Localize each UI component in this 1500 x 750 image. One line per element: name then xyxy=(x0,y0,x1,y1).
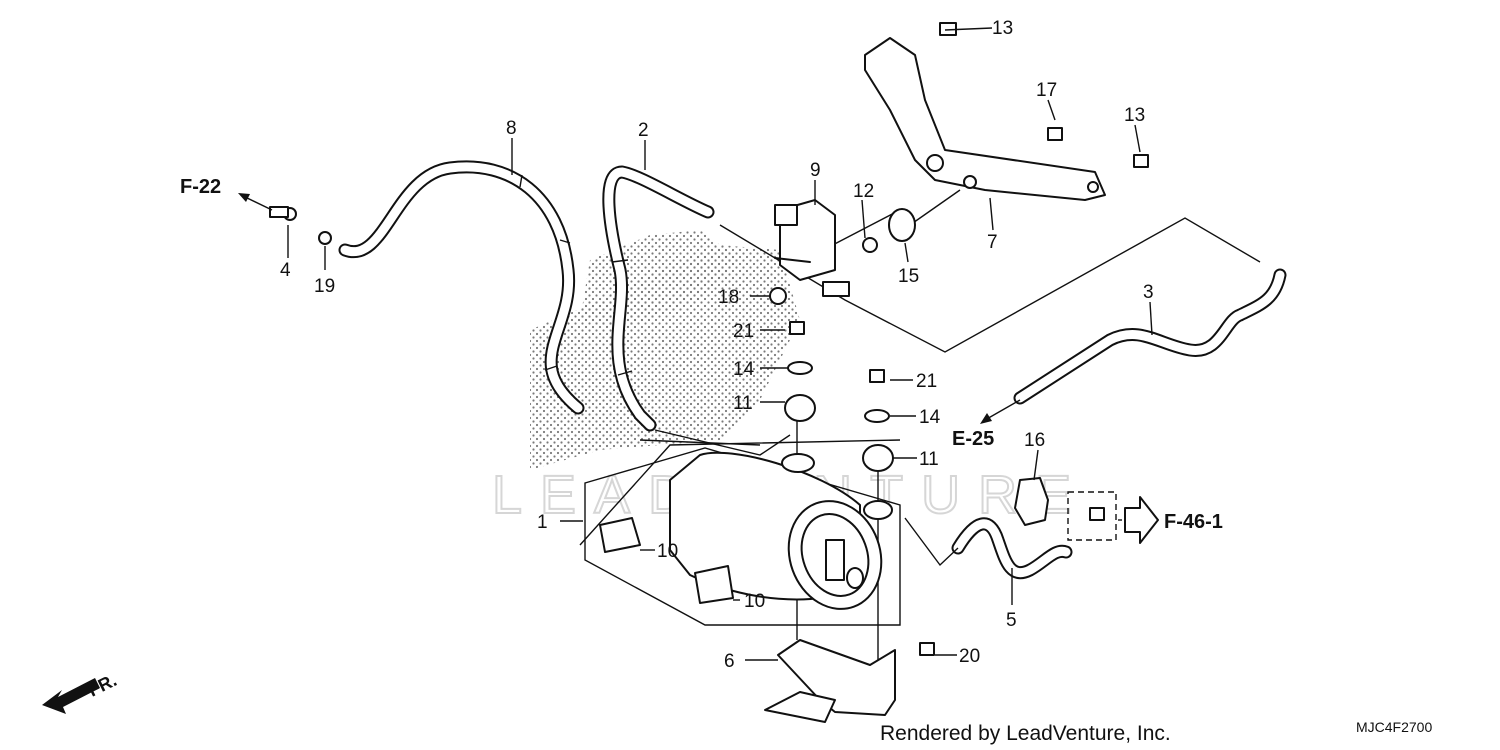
drawing-code: MJC4F2700 xyxy=(1356,719,1432,735)
callout-18: 18 xyxy=(718,287,739,308)
clamp-16 xyxy=(1014,477,1049,526)
callout-14-left: 14 xyxy=(733,359,755,380)
callout-6: 6 xyxy=(724,651,735,672)
front-label: FR. xyxy=(85,670,120,701)
callout-12: 12 xyxy=(853,181,874,202)
bracket-6 xyxy=(764,639,896,723)
detail-box xyxy=(1067,491,1117,541)
hose-5 xyxy=(951,517,1073,580)
ref-f-22[interactable]: F-22 xyxy=(180,176,221,198)
callout-21-right: 21 xyxy=(916,371,937,392)
hose-2 xyxy=(602,165,715,432)
hose-3 xyxy=(1013,268,1287,405)
fasteners xyxy=(269,22,1149,656)
callout-11-left: 11 xyxy=(733,393,753,414)
callout-leaders xyxy=(287,27,1153,661)
callout-13-right: 13 xyxy=(1124,105,1145,126)
f46-1-outline-arrow xyxy=(1124,496,1159,544)
reference-arrows xyxy=(238,193,1159,544)
ref-e-25[interactable]: E-25 xyxy=(952,428,994,450)
credit-text: Rendered by LeadVenture, Inc. xyxy=(880,722,1171,745)
callout-15: 15 xyxy=(898,266,919,287)
front-arrow: FR. xyxy=(42,670,120,714)
callout-9: 9 xyxy=(810,160,821,181)
callout-17: 17 xyxy=(1036,80,1057,101)
callout-19: 19 xyxy=(314,276,335,297)
hose-8 xyxy=(338,160,585,415)
pad-10-lower xyxy=(694,565,734,604)
callout-7: 7 xyxy=(987,232,998,253)
callout-4: 4 xyxy=(280,260,291,281)
ref-f-46-1[interactable]: F-46-1 xyxy=(1164,511,1223,533)
callout-8: 8 xyxy=(506,118,517,139)
callout-14-right: 14 xyxy=(919,407,941,428)
callout-16: 16 xyxy=(1024,430,1045,451)
callout-20: 20 xyxy=(959,646,980,667)
callout-3: 3 xyxy=(1143,282,1154,303)
part-callouts: 13 17 13 8 2 9 12 15 7 3 4 19 18 21 14 1… xyxy=(280,18,1154,672)
callout-10-upper: 10 xyxy=(657,541,678,562)
callout-21-left: 21 xyxy=(733,321,754,342)
callout-11-right: 11 xyxy=(919,449,939,470)
pad-10-upper xyxy=(599,517,641,553)
callout-2: 2 xyxy=(638,120,649,141)
callout-13-top: 13 xyxy=(992,18,1013,39)
canister xyxy=(669,451,893,610)
callout-1: 1 xyxy=(537,512,548,533)
stay-7 xyxy=(864,37,1106,201)
canister-assembly-outline xyxy=(584,447,901,626)
callout-5: 5 xyxy=(1006,610,1017,631)
callout-10-lower: 10 xyxy=(744,591,765,612)
